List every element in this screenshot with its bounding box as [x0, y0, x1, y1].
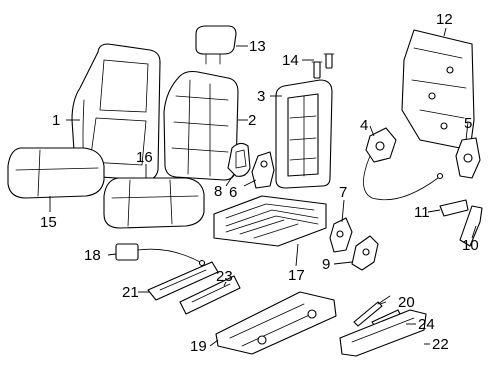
callout-11: 11	[414, 204, 430, 221]
headrest-part	[195, 25, 237, 65]
callout-15: 15	[40, 214, 57, 231]
callout-14: 14	[282, 52, 299, 69]
seat-track-part	[215, 291, 337, 355]
callout-6: 6	[229, 184, 237, 201]
callout-9: 9	[322, 256, 330, 273]
seat-bracket-part	[329, 217, 353, 253]
callout-2: 2	[248, 112, 256, 129]
callout-3: 3	[257, 88, 265, 105]
latch-part	[351, 235, 379, 271]
callout-23: 23	[216, 268, 233, 285]
callout-1: 1	[52, 112, 60, 129]
callout-4: 4	[360, 117, 368, 134]
callout-5: 5	[464, 115, 472, 132]
hinge-bracket-part	[251, 151, 275, 189]
callout-labels: 1 2 3 4 5 6 7 8 9 10 11 12 13 14 15 16 1…	[40, 11, 479, 355]
callout-10: 10	[462, 237, 479, 254]
seat-frame-part	[213, 195, 327, 247]
side-trim-part	[227, 142, 251, 177]
seatback-pad-part	[163, 70, 239, 181]
cable-assembly-part	[115, 243, 206, 267]
seatback-frame-part	[275, 79, 333, 189]
side-shield-part	[339, 309, 427, 357]
callout-21: 21	[122, 284, 139, 301]
track-cover-part	[147, 261, 219, 301]
seatback-panel-part	[401, 29, 475, 151]
leader-lines	[49, 27, 477, 347]
callout-8: 8	[214, 183, 222, 200]
seat-cushion-pad-part	[103, 177, 205, 229]
track-cover-inner-part	[179, 275, 241, 315]
callout-18: 18	[84, 247, 101, 264]
callout-12: 12	[436, 11, 453, 28]
callout-17: 17	[288, 267, 305, 284]
callout-24: 24	[418, 316, 435, 333]
callout-7: 7	[339, 184, 347, 201]
callout-13: 13	[249, 38, 266, 55]
callout-22: 22	[432, 336, 449, 353]
callout-20: 20	[398, 294, 415, 311]
handle-part	[459, 205, 483, 247]
gas-strut-part	[353, 295, 391, 327]
recliner-part	[363, 127, 444, 201]
strap-part	[439, 199, 469, 217]
callout-16: 16	[136, 149, 153, 166]
callout-19: 19	[190, 338, 207, 355]
headrest-guide-part	[311, 53, 335, 79]
seat-cushion-cover-part	[7, 147, 105, 199]
recliner-bracket-part	[455, 137, 481, 179]
